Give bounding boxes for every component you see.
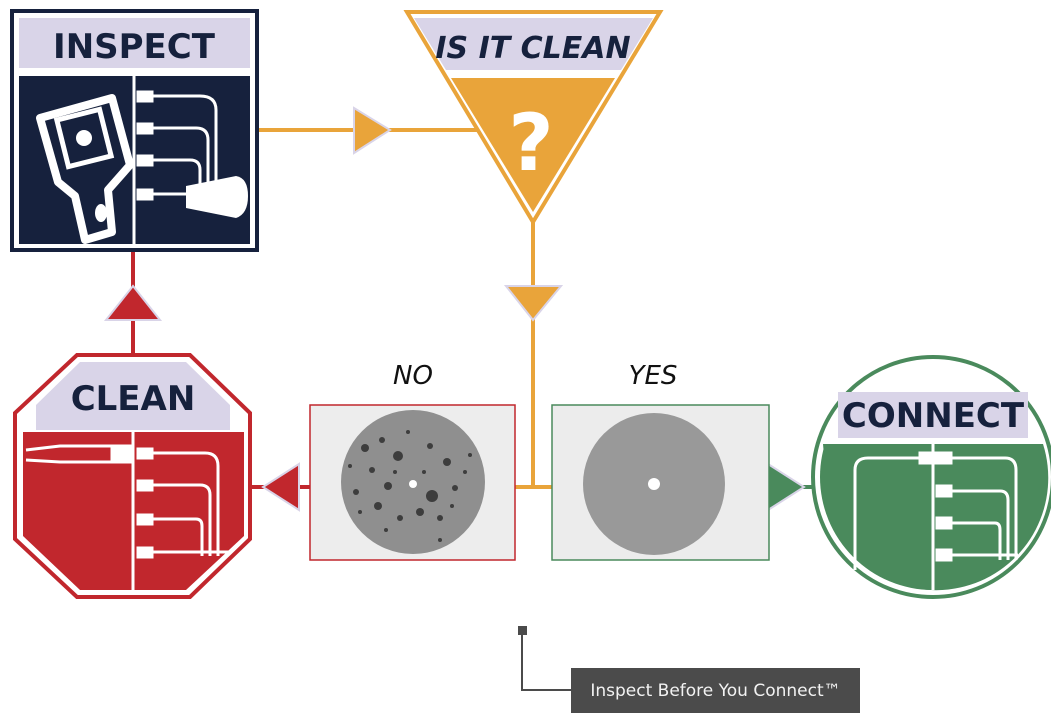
arrow-down-icon [503,285,564,322]
inspection-scope-icon [36,94,134,244]
branch-no-label: NO [393,361,433,391]
arrow-right-icon [353,106,392,155]
clean-step: CLEAN [13,353,252,599]
fiber-connectors-icon [136,447,230,559]
question-mark-icon: ? [508,99,553,189]
arrow-up-icon [103,284,163,321]
arrow-left-icon [261,462,300,512]
connect-label: CONNECT [842,396,1025,436]
inspect-step: INSPECT [10,9,259,252]
fiber-connectors-icon [853,451,1018,570]
clean-fiber-endface-image [551,404,770,561]
fiber-connectors-icon [136,90,218,201]
branch-yes-label: YES [629,361,678,391]
inspect-label: INSPECT [53,27,216,67]
debris-spots [348,430,472,542]
connect-step: CONNECT [811,355,1051,599]
decision-step: IS IT CLEAN ? [403,10,664,226]
arrow-right-icon [767,462,806,512]
decision-label: IS IT CLEAN [435,31,630,66]
clean-label: CLEAN [71,379,196,419]
dirty-fiber-endface-image [309,404,516,561]
caption-label: Inspect Before You Connect™ [571,668,860,713]
probe-icon [186,176,248,218]
cleaning-tool-icon [25,444,134,464]
caption-callout [518,626,571,691]
